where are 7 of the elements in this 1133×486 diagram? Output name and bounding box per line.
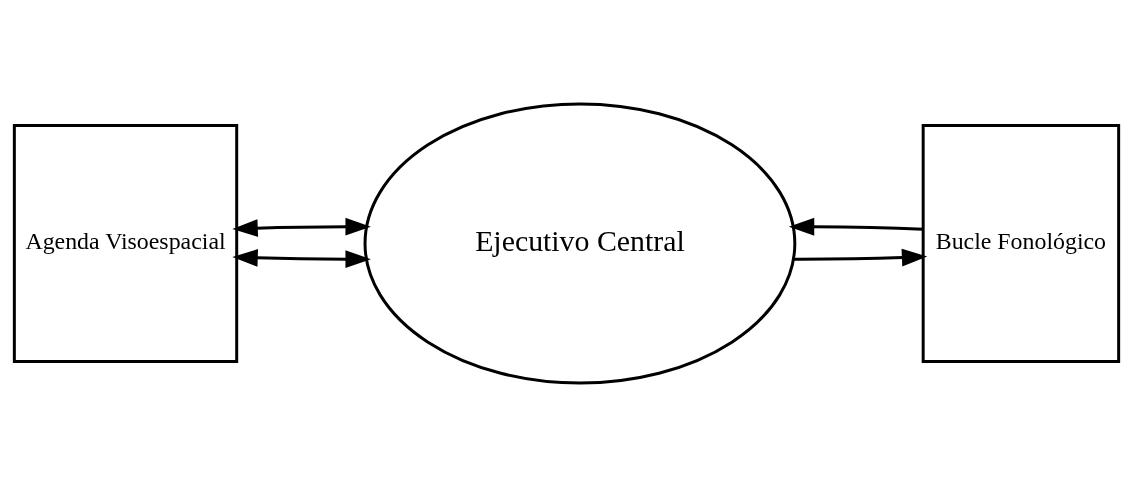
arrow: [794, 248, 928, 266]
arrow: [788, 217, 924, 236]
node-box: Agenda Visoespacial: [12, 123, 239, 363]
node-ellipse: Ejecutivo Central: [363, 102, 797, 384]
arrow: [232, 217, 371, 237]
arrow: [232, 248, 371, 268]
node-box: Bucle Fonológico: [921, 123, 1121, 363]
